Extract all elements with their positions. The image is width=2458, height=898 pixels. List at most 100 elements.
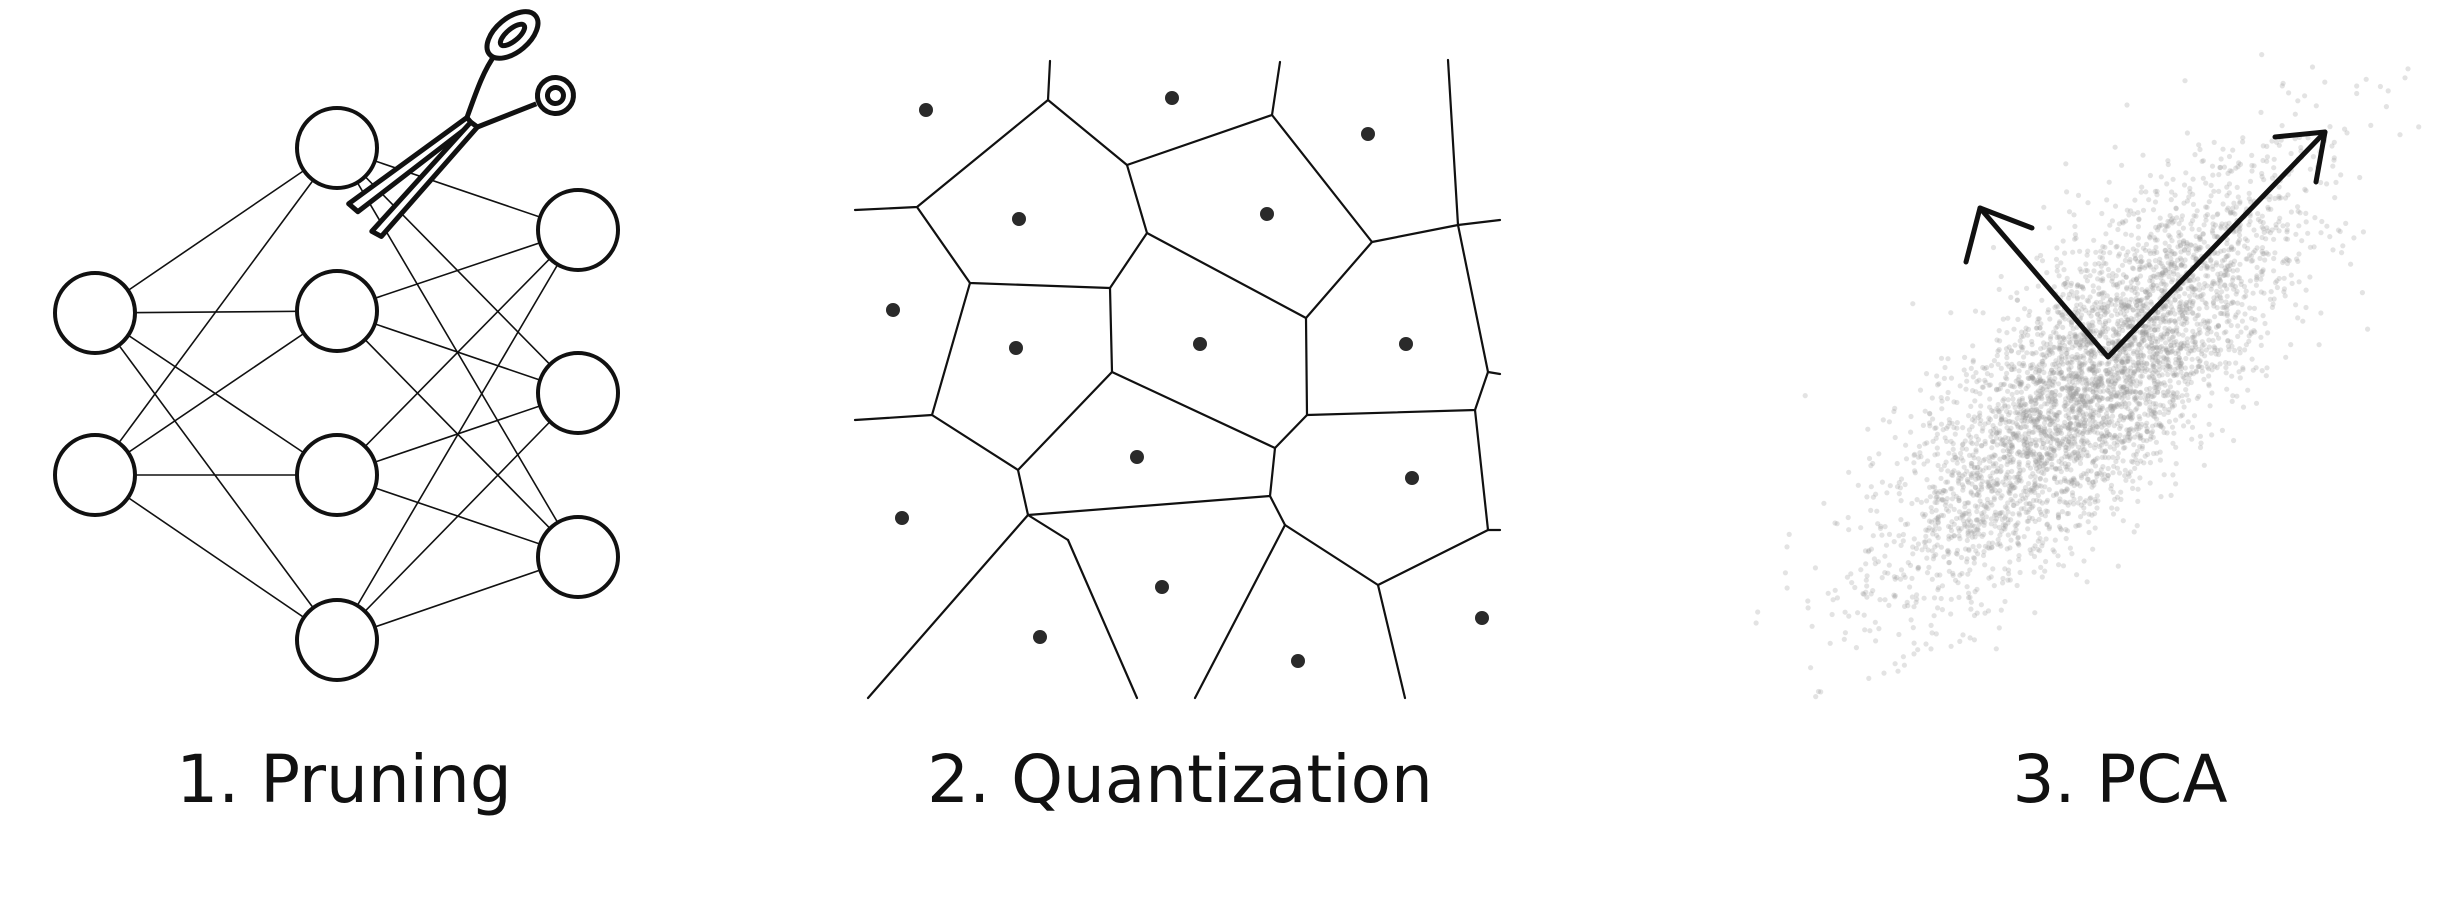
scatter-point <box>2087 273 2093 279</box>
scatter-point <box>1952 577 1959 583</box>
scatter-point <box>1975 464 1981 471</box>
scatter-point <box>2058 430 2065 436</box>
scatter-point <box>2038 404 2044 410</box>
scatter-point <box>2133 389 2139 395</box>
scatter-point <box>2039 574 2045 580</box>
scatter-point <box>2221 304 2227 310</box>
scatter-point <box>2303 287 2309 293</box>
scatter-point <box>1846 613 1852 619</box>
scatter-point <box>2248 331 2254 337</box>
scatter-point <box>2164 430 2170 436</box>
scatter-point <box>2198 265 2204 271</box>
scatter-point <box>2014 389 2020 395</box>
scatter-point <box>2010 419 2016 425</box>
scatter-point <box>1994 429 2001 435</box>
scatter-point <box>2167 269 2173 275</box>
scatter-point <box>1934 494 1940 500</box>
scatter-point <box>2214 288 2220 294</box>
scatter-point <box>2025 460 2031 466</box>
scatter-point <box>1830 597 1836 603</box>
scatter-point <box>1971 555 1978 562</box>
scatter-point <box>2073 333 2080 339</box>
scatter-point <box>2059 312 2065 318</box>
scatter-point <box>2184 304 2190 310</box>
scatter-point <box>2075 282 2081 288</box>
scatter-point <box>2181 321 2187 328</box>
scatter-point <box>2090 307 2096 313</box>
scatter-point <box>2083 274 2089 280</box>
scatter-point <box>2099 360 2105 366</box>
scatter-point <box>2232 284 2238 290</box>
scatter-point <box>2271 165 2277 171</box>
scatter-point <box>2236 232 2243 238</box>
scatter-point <box>2079 437 2085 443</box>
scatter-point <box>2084 278 2090 284</box>
scatter-point <box>2212 347 2218 354</box>
scatter-point <box>2005 517 2011 523</box>
scatter-point <box>2198 245 2204 251</box>
scatter-point <box>2088 397 2094 403</box>
scatter-point <box>2064 486 2070 492</box>
scatter-point <box>2029 350 2035 356</box>
scatter-point <box>2069 551 2075 557</box>
scatter-point <box>2136 356 2142 362</box>
scatter-point <box>2052 397 2058 403</box>
scatter-point <box>2142 265 2148 271</box>
scatter-point <box>1855 610 1861 616</box>
scatter-point <box>1911 651 1917 657</box>
scatter-point <box>1931 553 1937 559</box>
scatter-point <box>2106 341 2112 347</box>
scatter-point <box>2147 404 2153 410</box>
scatter-point <box>2165 409 2171 416</box>
scatter-point <box>1972 418 1978 424</box>
scatter-point <box>2214 292 2220 298</box>
scatter-point <box>2072 223 2078 229</box>
scatter-point <box>2065 354 2071 360</box>
scatter-point <box>2187 185 2193 191</box>
scatter-point <box>2165 388 2171 394</box>
scatter-point <box>2329 143 2335 149</box>
scatter-point <box>2285 257 2291 263</box>
scatter-point <box>2151 344 2157 351</box>
scatter-point <box>2151 315 2157 322</box>
scatter-point <box>2078 502 2084 508</box>
scatter-point <box>2129 342 2135 348</box>
scatter-point <box>2196 142 2202 148</box>
scatter-point <box>2258 269 2264 275</box>
scatter-point <box>2038 564 2044 571</box>
scatter-point <box>2210 214 2216 220</box>
scatter-point <box>2133 383 2139 389</box>
scatter-point <box>2001 454 2007 460</box>
scatter-point <box>1958 450 1964 456</box>
scatter-point <box>2292 111 2298 117</box>
scatter-point <box>2158 494 2164 500</box>
scatter-point <box>2055 553 2061 559</box>
scatter-point <box>2228 209 2234 215</box>
scatter-point <box>2140 245 2146 251</box>
scatter-point <box>2018 344 2025 350</box>
scatter-point <box>2100 415 2107 421</box>
scatter-point <box>2146 344 2152 350</box>
scatter-point <box>2122 434 2128 440</box>
scatter-point <box>2063 376 2069 382</box>
scatter-point <box>1980 552 1987 559</box>
scatter-point <box>2195 331 2201 337</box>
scatter-point <box>2081 499 2087 506</box>
scatter-point <box>2228 244 2235 250</box>
scatter-point <box>2066 209 2073 215</box>
scatter-point <box>1943 499 1949 505</box>
scatter-point <box>2081 399 2087 405</box>
scatter-point <box>1987 473 1993 479</box>
scatter-point <box>1994 353 2000 359</box>
scatter-point <box>2248 253 2254 259</box>
scatter-point <box>1989 445 1995 451</box>
scatter-point <box>1974 470 1980 476</box>
scatter-point <box>2049 446 2055 452</box>
scatter-point <box>2251 305 2257 311</box>
scatter-point <box>1897 485 1903 491</box>
scatter-point <box>1864 583 1870 589</box>
scatter-point <box>2281 289 2287 295</box>
scatter-point <box>2007 409 2013 416</box>
scatter-point <box>2066 461 2072 467</box>
scatter-point <box>2230 393 2236 399</box>
